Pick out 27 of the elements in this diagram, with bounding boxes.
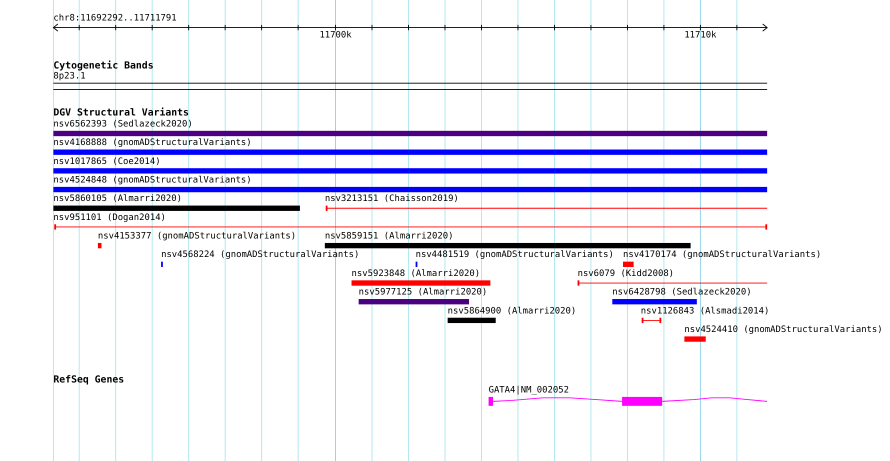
variant-label: nsv4153377 (gnomADStructuralVariants) xyxy=(98,231,296,242)
variant-label: nsv951101 (Dogan2014) xyxy=(53,212,166,224)
variant-label: nsv5977125 (Almarri2020) xyxy=(358,287,488,298)
track-title: DGV Structural Variants xyxy=(53,108,189,118)
tick-label: 11700k xyxy=(319,30,352,41)
variant-label: nsv4481519 (gnomADStructuralVariants) xyxy=(416,250,614,261)
variant-label: nsv6428798 (Sedlazeck2020) xyxy=(612,287,752,298)
variant-label: nsv3213151 (Chaisson2019) xyxy=(324,194,459,205)
variant-label: nsv4524410 (gnomADStructuralVariants) xyxy=(684,324,883,336)
tick-label: 11710k xyxy=(684,30,716,41)
variant-label: nsv1126843 (Alsmadi2014) xyxy=(640,306,770,317)
gene-label: GATA4|NM_002052 xyxy=(488,385,569,396)
variant-label: nsv1017865 (Coe2014) xyxy=(53,156,161,168)
variant-label: nsv6079 (Kidd2008) xyxy=(578,268,674,280)
track-title: RefSeq Genes xyxy=(53,374,124,386)
coordinate-label: chr8:11692292..11711791 xyxy=(53,13,177,24)
band-label: 8p23.1 xyxy=(53,71,86,82)
variant-label: nsv4568224 (gnomADStructuralVariants) xyxy=(161,250,360,261)
variant-label: nsv4170174 (gnomADStructuralVariants) xyxy=(622,250,822,261)
variant-label: nsv5860105 (Almarri2020) xyxy=(53,194,182,205)
variant-label: nsv5864900 (Almarri2020) xyxy=(448,306,576,317)
variant-label: nsv5859151 (Almarri2020) xyxy=(324,231,454,242)
variant-label: nsv4524848 (gnomADStructuralVariants) xyxy=(53,175,252,186)
variant-label: nsv4168888 (gnomADStructuralVariants) xyxy=(53,138,252,149)
track-title: Cytogenetic Bands xyxy=(53,60,154,72)
variant-label: nsv5923848 (Almarri2020) xyxy=(352,268,480,280)
variant-label: nsv6562393 (Sedlazeck2020) xyxy=(53,119,193,130)
